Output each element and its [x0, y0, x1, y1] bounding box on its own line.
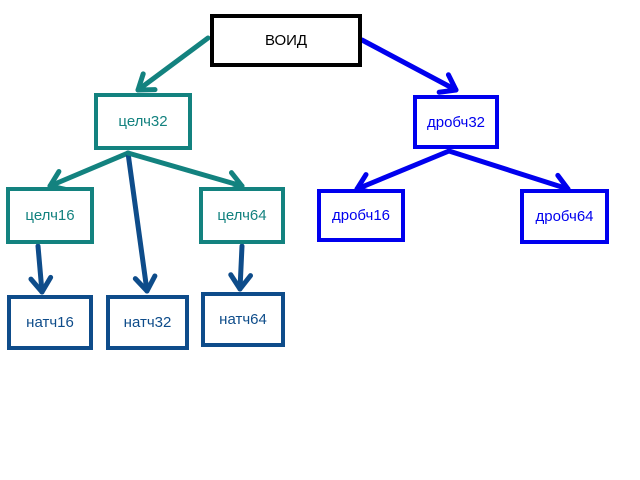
node-void: ВОИД [210, 14, 362, 67]
node-float32: дробч32 [413, 95, 499, 149]
node-int16: целч16 [6, 187, 94, 244]
node-int16-label: целч16 [25, 207, 75, 224]
arrowhead-void-to-int32 [135, 71, 158, 93]
node-float64: дробч64 [520, 189, 609, 244]
edge-int16-to-nat16 [35, 243, 45, 295]
edge-int64-to-nat64 [237, 243, 245, 292]
arrowhead-int64-to-nat64 [228, 272, 254, 292]
node-int64: целч64 [199, 187, 285, 244]
edge-fl32-to-fl64 [446, 148, 571, 192]
arrowhead-int32-to-nat32 [132, 273, 158, 294]
node-float32-label: дробч32 [426, 113, 486, 131]
node-int32: целч32 [94, 93, 192, 150]
node-nat16: натч16 [7, 295, 93, 350]
edge-int32-to-int64 [125, 150, 245, 189]
node-nat16-label: натч16 [26, 314, 74, 331]
node-nat64: натч64 [201, 292, 285, 347]
node-float64-label: дробч64 [535, 208, 594, 225]
edge-void-to-int32 [135, 35, 211, 93]
arrowhead-int16-to-nat16 [28, 274, 54, 295]
edge-int32-to-int16 [47, 150, 131, 189]
edge-fl32-to-fl16 [354, 148, 452, 192]
node-float16-label: дробч16 [331, 207, 391, 224]
node-nat32: натч32 [106, 295, 189, 350]
node-nat32-label: натч32 [123, 314, 172, 331]
edge-void-to-fl32 [359, 37, 459, 93]
arrowhead-void-to-fl32 [436, 72, 459, 95]
node-int32-label: целч32 [118, 113, 168, 130]
edge-int32-to-nat32 [125, 150, 150, 294]
node-int64-label: целч64 [217, 207, 267, 224]
node-void-label: ВОИД [264, 32, 308, 49]
node-float16: дробч16 [317, 189, 405, 242]
node-nat64-label: натч64 [219, 311, 267, 328]
